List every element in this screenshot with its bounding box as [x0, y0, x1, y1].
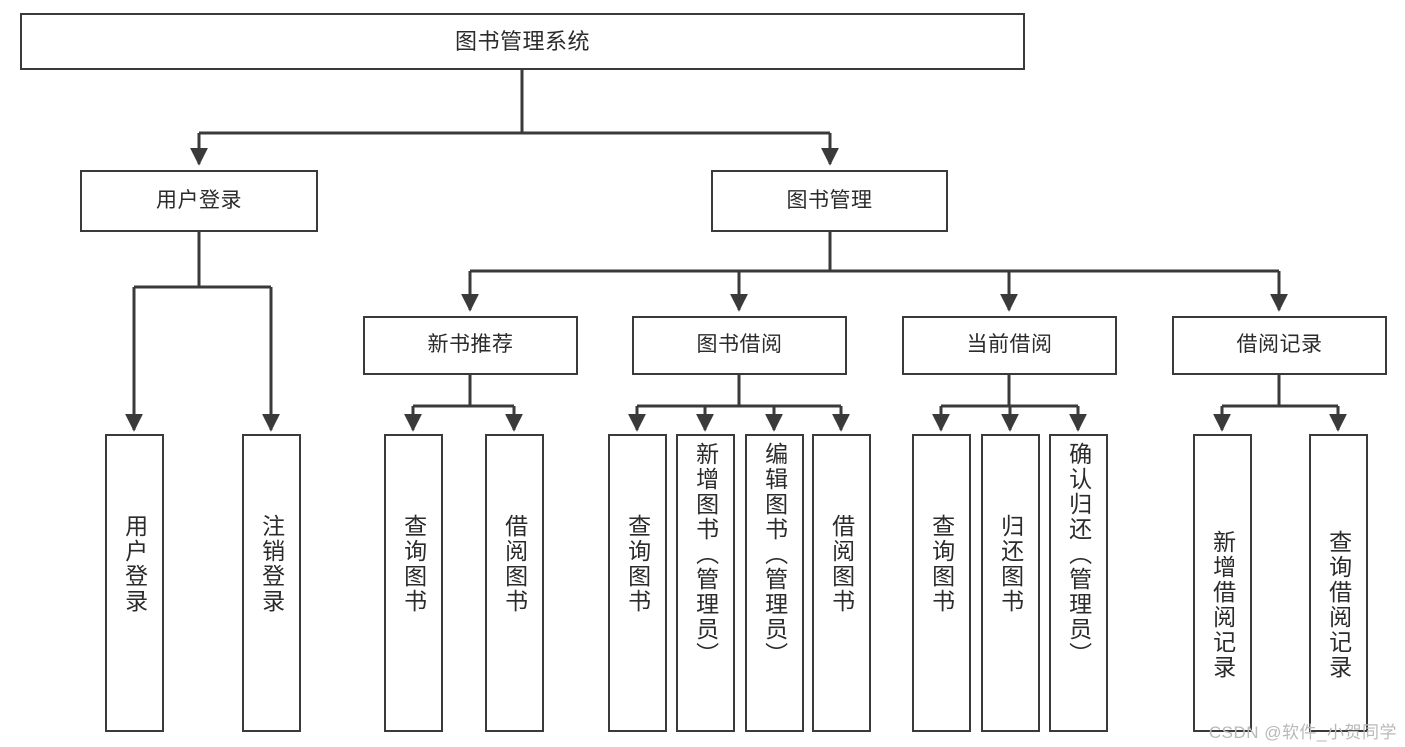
leaf-borrow-book-add[interactable]: 新增图书（管理员）: [676, 434, 735, 732]
node-label: 编辑图书（管理员）: [761, 442, 788, 667]
node-label: 图书管理: [786, 188, 873, 212]
node-borrow-record[interactable]: 借阅记录: [1172, 316, 1387, 375]
node-label: 借阅图书: [501, 514, 528, 614]
leaf-current-borrow-return[interactable]: 归还图书: [981, 434, 1040, 732]
node-label: 新增图书（管理员）: [692, 442, 719, 667]
leaf-user-login-login[interactable]: 用户登录: [105, 434, 164, 732]
leaf-current-borrow-query[interactable]: 查询图书: [912, 434, 971, 732]
leaf-borrow-book-edit[interactable]: 编辑图书（管理员）: [745, 434, 804, 732]
node-label: 确认归还（管理员）: [1065, 442, 1092, 667]
leaf-current-borrow-confirm-return[interactable]: 确认归还（管理员）: [1049, 434, 1108, 732]
node-label: 新书推荐: [427, 333, 514, 357]
leaf-borrow-record-add[interactable]: 新增借阅记录: [1193, 434, 1252, 732]
node-root-system[interactable]: 图书管理系统: [20, 13, 1025, 70]
node-label: 图书管理系统: [454, 28, 590, 54]
node-book-borrow[interactable]: 图书借阅: [632, 316, 847, 375]
node-label: 查询借阅记录: [1325, 530, 1352, 680]
node-label: 当前借阅: [966, 333, 1053, 357]
node-label: 用户登录: [156, 188, 242, 212]
node-label: 归还图书: [997, 514, 1024, 614]
watermark: CSDN @软件_小贺同学: [1208, 723, 1397, 742]
leaf-borrow-record-query[interactable]: 查询借阅记录: [1309, 434, 1368, 732]
node-label: 查询图书: [400, 514, 427, 614]
leaf-borrow-book-borrow[interactable]: 借阅图书: [812, 434, 871, 732]
node-label: 新增借阅记录: [1209, 530, 1236, 680]
node-label: 查询图书: [928, 514, 955, 614]
node-user-login[interactable]: 用户登录: [80, 170, 318, 232]
leaf-user-login-logout[interactable]: 注销登录: [242, 434, 301, 732]
node-label: 图书借阅: [696, 333, 783, 357]
node-label: 注销登录: [258, 514, 285, 614]
node-new-book-recommend[interactable]: 新书推荐: [363, 316, 578, 375]
leaf-new-book-borrow[interactable]: 借阅图书: [485, 434, 544, 732]
leaf-new-book-query[interactable]: 查询图书: [384, 434, 443, 732]
node-label: 借阅记录: [1236, 333, 1323, 357]
node-label: 查询图书: [624, 514, 651, 614]
node-label: 用户登录: [121, 514, 148, 614]
node-book-management[interactable]: 图书管理: [711, 170, 948, 232]
node-label: 借阅图书: [828, 514, 855, 614]
node-current-borrow[interactable]: 当前借阅: [902, 316, 1117, 375]
leaf-borrow-book-query[interactable]: 查询图书: [608, 434, 667, 732]
